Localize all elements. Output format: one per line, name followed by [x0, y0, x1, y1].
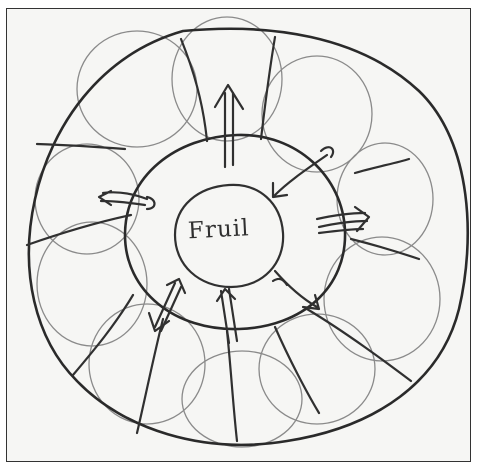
divider-stroke	[355, 159, 409, 173]
divider-stroke	[351, 239, 419, 259]
divider-stroke	[307, 309, 411, 381]
petal-right-lower	[324, 237, 440, 361]
paper-sheet: Fruil	[6, 8, 471, 462]
center-label: Fruil	[187, 214, 278, 245]
divider-stroke	[137, 319, 163, 433]
divider-stroke	[275, 327, 319, 413]
divider-stroke	[227, 331, 237, 441]
divider-stroke	[27, 215, 131, 245]
petal-bottom	[182, 351, 302, 447]
arrow-lower-right	[273, 271, 319, 309]
petal-top	[172, 17, 282, 141]
arrow-up	[215, 85, 243, 167]
arrow-left	[99, 191, 155, 209]
arrow-lower-center	[217, 289, 237, 343]
divider-stroke	[261, 37, 275, 139]
